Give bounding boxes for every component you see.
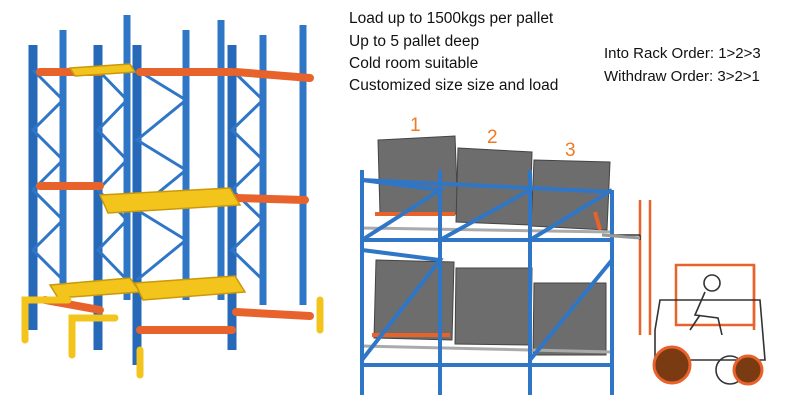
pallet-2-lower [454, 267, 533, 346]
withdraw-order: Withdraw Order: 3>2>1 [604, 68, 760, 85]
feature-customized-size: Customized size size and load [349, 77, 559, 94]
pallet-label-3: 3 [565, 140, 576, 161]
feature-load-capacity: Load up to 1500kgs per pallet [349, 10, 554, 27]
into-rack-order: Into Rack Order: 1>2>3 [604, 45, 761, 62]
feature-pallet-depth: Up to 5 pallet deep [349, 33, 480, 50]
forklift [601, 200, 766, 386]
pallet-label-1: 1 [410, 115, 421, 136]
feature-cold-room: Cold room suitable [349, 55, 479, 72]
pallet-label-2: 2 [487, 127, 498, 148]
rack-3d [21, 15, 324, 379]
rack-schematic [360, 135, 614, 395]
